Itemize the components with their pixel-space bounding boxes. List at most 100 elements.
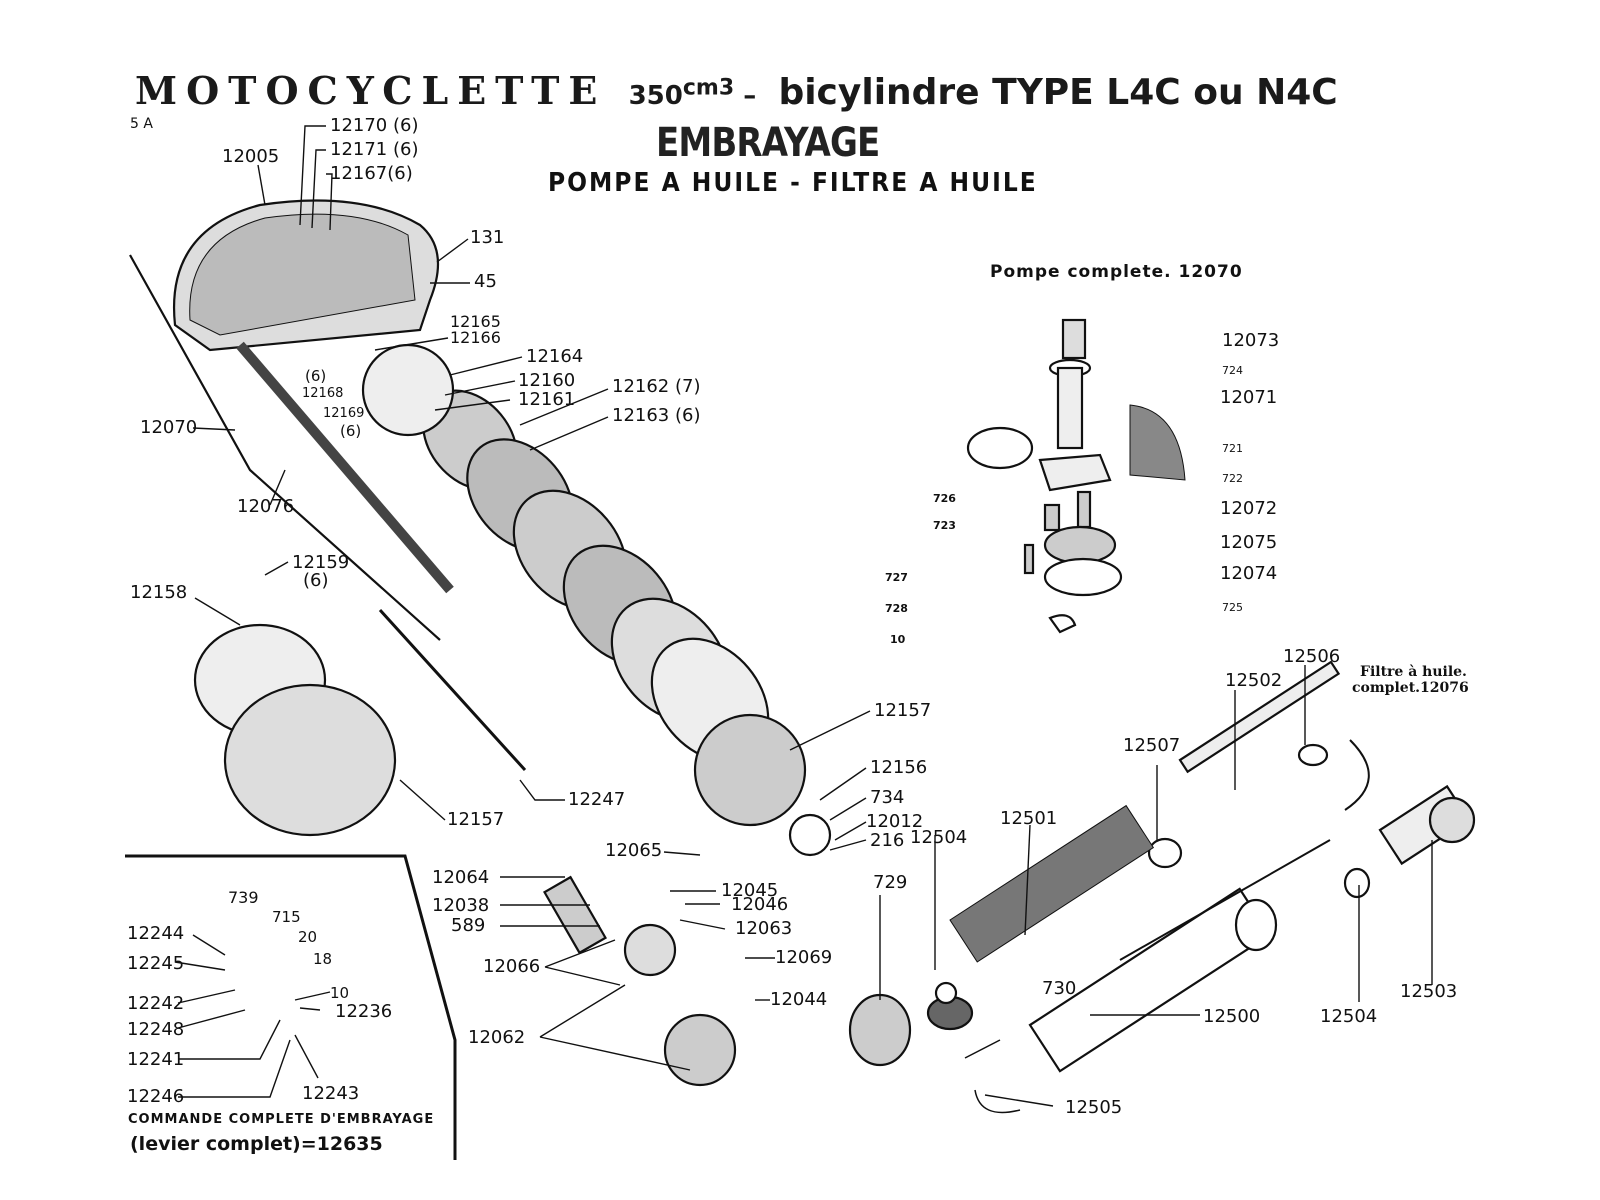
- part-label: 12505: [1065, 1097, 1123, 1118]
- part-label: 12072: [1220, 498, 1278, 519]
- part-label: 725: [1222, 601, 1243, 614]
- part-label: 729: [873, 872, 908, 893]
- part-label: 721: [1222, 442, 1243, 455]
- part-label: 20: [298, 928, 318, 946]
- part-label: 12045: [721, 880, 779, 901]
- part-label: 18: [313, 950, 333, 968]
- pump-caption: Pompe complete. 12070: [990, 262, 1243, 282]
- part-label: 12164: [526, 346, 584, 367]
- pushrod-3: [236, 341, 454, 594]
- part-label: 10: [330, 984, 350, 1002]
- part-label: 12157: [874, 700, 932, 721]
- part-label: 12069: [775, 947, 833, 968]
- part-label: 12066: [483, 956, 541, 977]
- part-label: 12504: [910, 827, 968, 848]
- part-label: 12156: [870, 757, 928, 778]
- pushrod-2: [378, 608, 527, 772]
- section-title: EMBRAYAGE: [656, 120, 880, 166]
- part-label: 131: [470, 227, 505, 248]
- part-label: 12158: [130, 582, 188, 603]
- pushrod-long: [129, 254, 441, 641]
- part-label: 12242: [127, 993, 185, 1014]
- part-label: 730: [1042, 978, 1077, 999]
- part-label: 734: [870, 787, 905, 808]
- part-label: 12046: [731, 894, 789, 915]
- part-label: 12507: [1123, 735, 1181, 756]
- part-label: 724: [1222, 364, 1243, 377]
- part-label: 12160: [518, 370, 576, 391]
- part-label: 12170 (6): [330, 115, 419, 136]
- part-label: 12167(6): [330, 163, 413, 184]
- page-reference: 5 A: [130, 116, 153, 132]
- gear-selector-shape: [543, 875, 607, 955]
- part-label: 12502: [1225, 670, 1283, 691]
- pressure-plate: [361, 343, 455, 437]
- part-label: 12244: [127, 923, 185, 944]
- part-label: 739: [228, 888, 259, 907]
- filter-caption-line2: complet.12076: [1352, 680, 1469, 696]
- part-label: 12503: [1400, 981, 1458, 1002]
- oil-filter-drawing: [848, 660, 1476, 1114]
- part-label: 12171 (6): [330, 139, 419, 160]
- part-label: 12166: [450, 328, 501, 347]
- control-frame: [125, 854, 457, 1160]
- part-label: 12159: [292, 552, 350, 573]
- control-caption-line1: COMMANDE COMPLETE D'EMBRAYAGE: [128, 1112, 435, 1127]
- part-label: 12243: [302, 1083, 360, 1104]
- part-label: 12064: [432, 867, 490, 888]
- part-label: 12248: [127, 1019, 185, 1040]
- part-label: (6): [303, 570, 329, 591]
- part-label: 12501: [1000, 808, 1058, 829]
- oil-pump-drawing: [966, 318, 1186, 634]
- part-label: 12163 (6): [612, 405, 701, 426]
- part-label: 45: [474, 271, 497, 292]
- part-label: 12071: [1220, 387, 1278, 408]
- part-label: 715: [272, 908, 301, 926]
- part-label: 12075: [1220, 532, 1278, 553]
- title-cc-unit: cm3: [682, 75, 735, 101]
- part-label: 12062: [468, 1027, 526, 1048]
- part-label: 12500: [1203, 1006, 1261, 1027]
- part-label: 216: [870, 830, 905, 851]
- part-label: 589: [451, 915, 486, 936]
- part-label: 12157: [447, 809, 505, 830]
- part-label: 12038: [432, 895, 490, 916]
- control-caption-line2: (levier complet)=12635: [130, 1133, 383, 1155]
- part-label: 12245: [127, 953, 185, 974]
- part-label: 12074: [1220, 563, 1278, 584]
- part-label: 12246: [127, 1086, 185, 1107]
- part-label: 728: [885, 602, 908, 615]
- part-label: 12168: [302, 386, 344, 401]
- part-label: 12241: [127, 1049, 185, 1070]
- gear-cluster: [663, 1013, 737, 1087]
- filter-caption-line1: Filtre à huile.: [1360, 664, 1467, 680]
- part-label: 12005: [222, 146, 280, 167]
- part-label: 726: [933, 492, 956, 505]
- title-cc-number: 350: [628, 81, 683, 111]
- part-label: 12065: [605, 840, 663, 861]
- section-subtitle: POMPE A HUILE - FILTRE A HUILE: [548, 168, 1038, 198]
- part-label: 723: [933, 519, 956, 532]
- part-label: 12236: [335, 1001, 393, 1022]
- title-rest: bicylindre TYPE L4C ou N4C: [778, 72, 1338, 113]
- part-label: 12070: [140, 417, 198, 438]
- part-label: 12504: [1320, 1006, 1378, 1027]
- drum-gear-left: [223, 683, 397, 837]
- part-label: 722: [1222, 472, 1243, 485]
- part-label: 12169: [323, 406, 365, 421]
- clutch-drum-gear: [693, 713, 807, 827]
- part-label: 12044: [770, 989, 828, 1010]
- part-label: 12162 (7): [612, 376, 701, 397]
- part-label: 12161: [518, 389, 576, 410]
- part-label: 727: [885, 571, 908, 584]
- title-main: MOTOCYCLETTE: [135, 68, 607, 113]
- part-label: (6): [340, 422, 362, 440]
- part-label: 12063: [735, 918, 793, 939]
- part-label: 12076: [237, 496, 295, 517]
- part-label: 12012: [866, 811, 924, 832]
- part-label: 12073: [1222, 330, 1280, 351]
- part-label: 12506: [1283, 646, 1341, 667]
- clutch-plate-stack: [422, 389, 770, 763]
- part-label: 12247: [568, 789, 626, 810]
